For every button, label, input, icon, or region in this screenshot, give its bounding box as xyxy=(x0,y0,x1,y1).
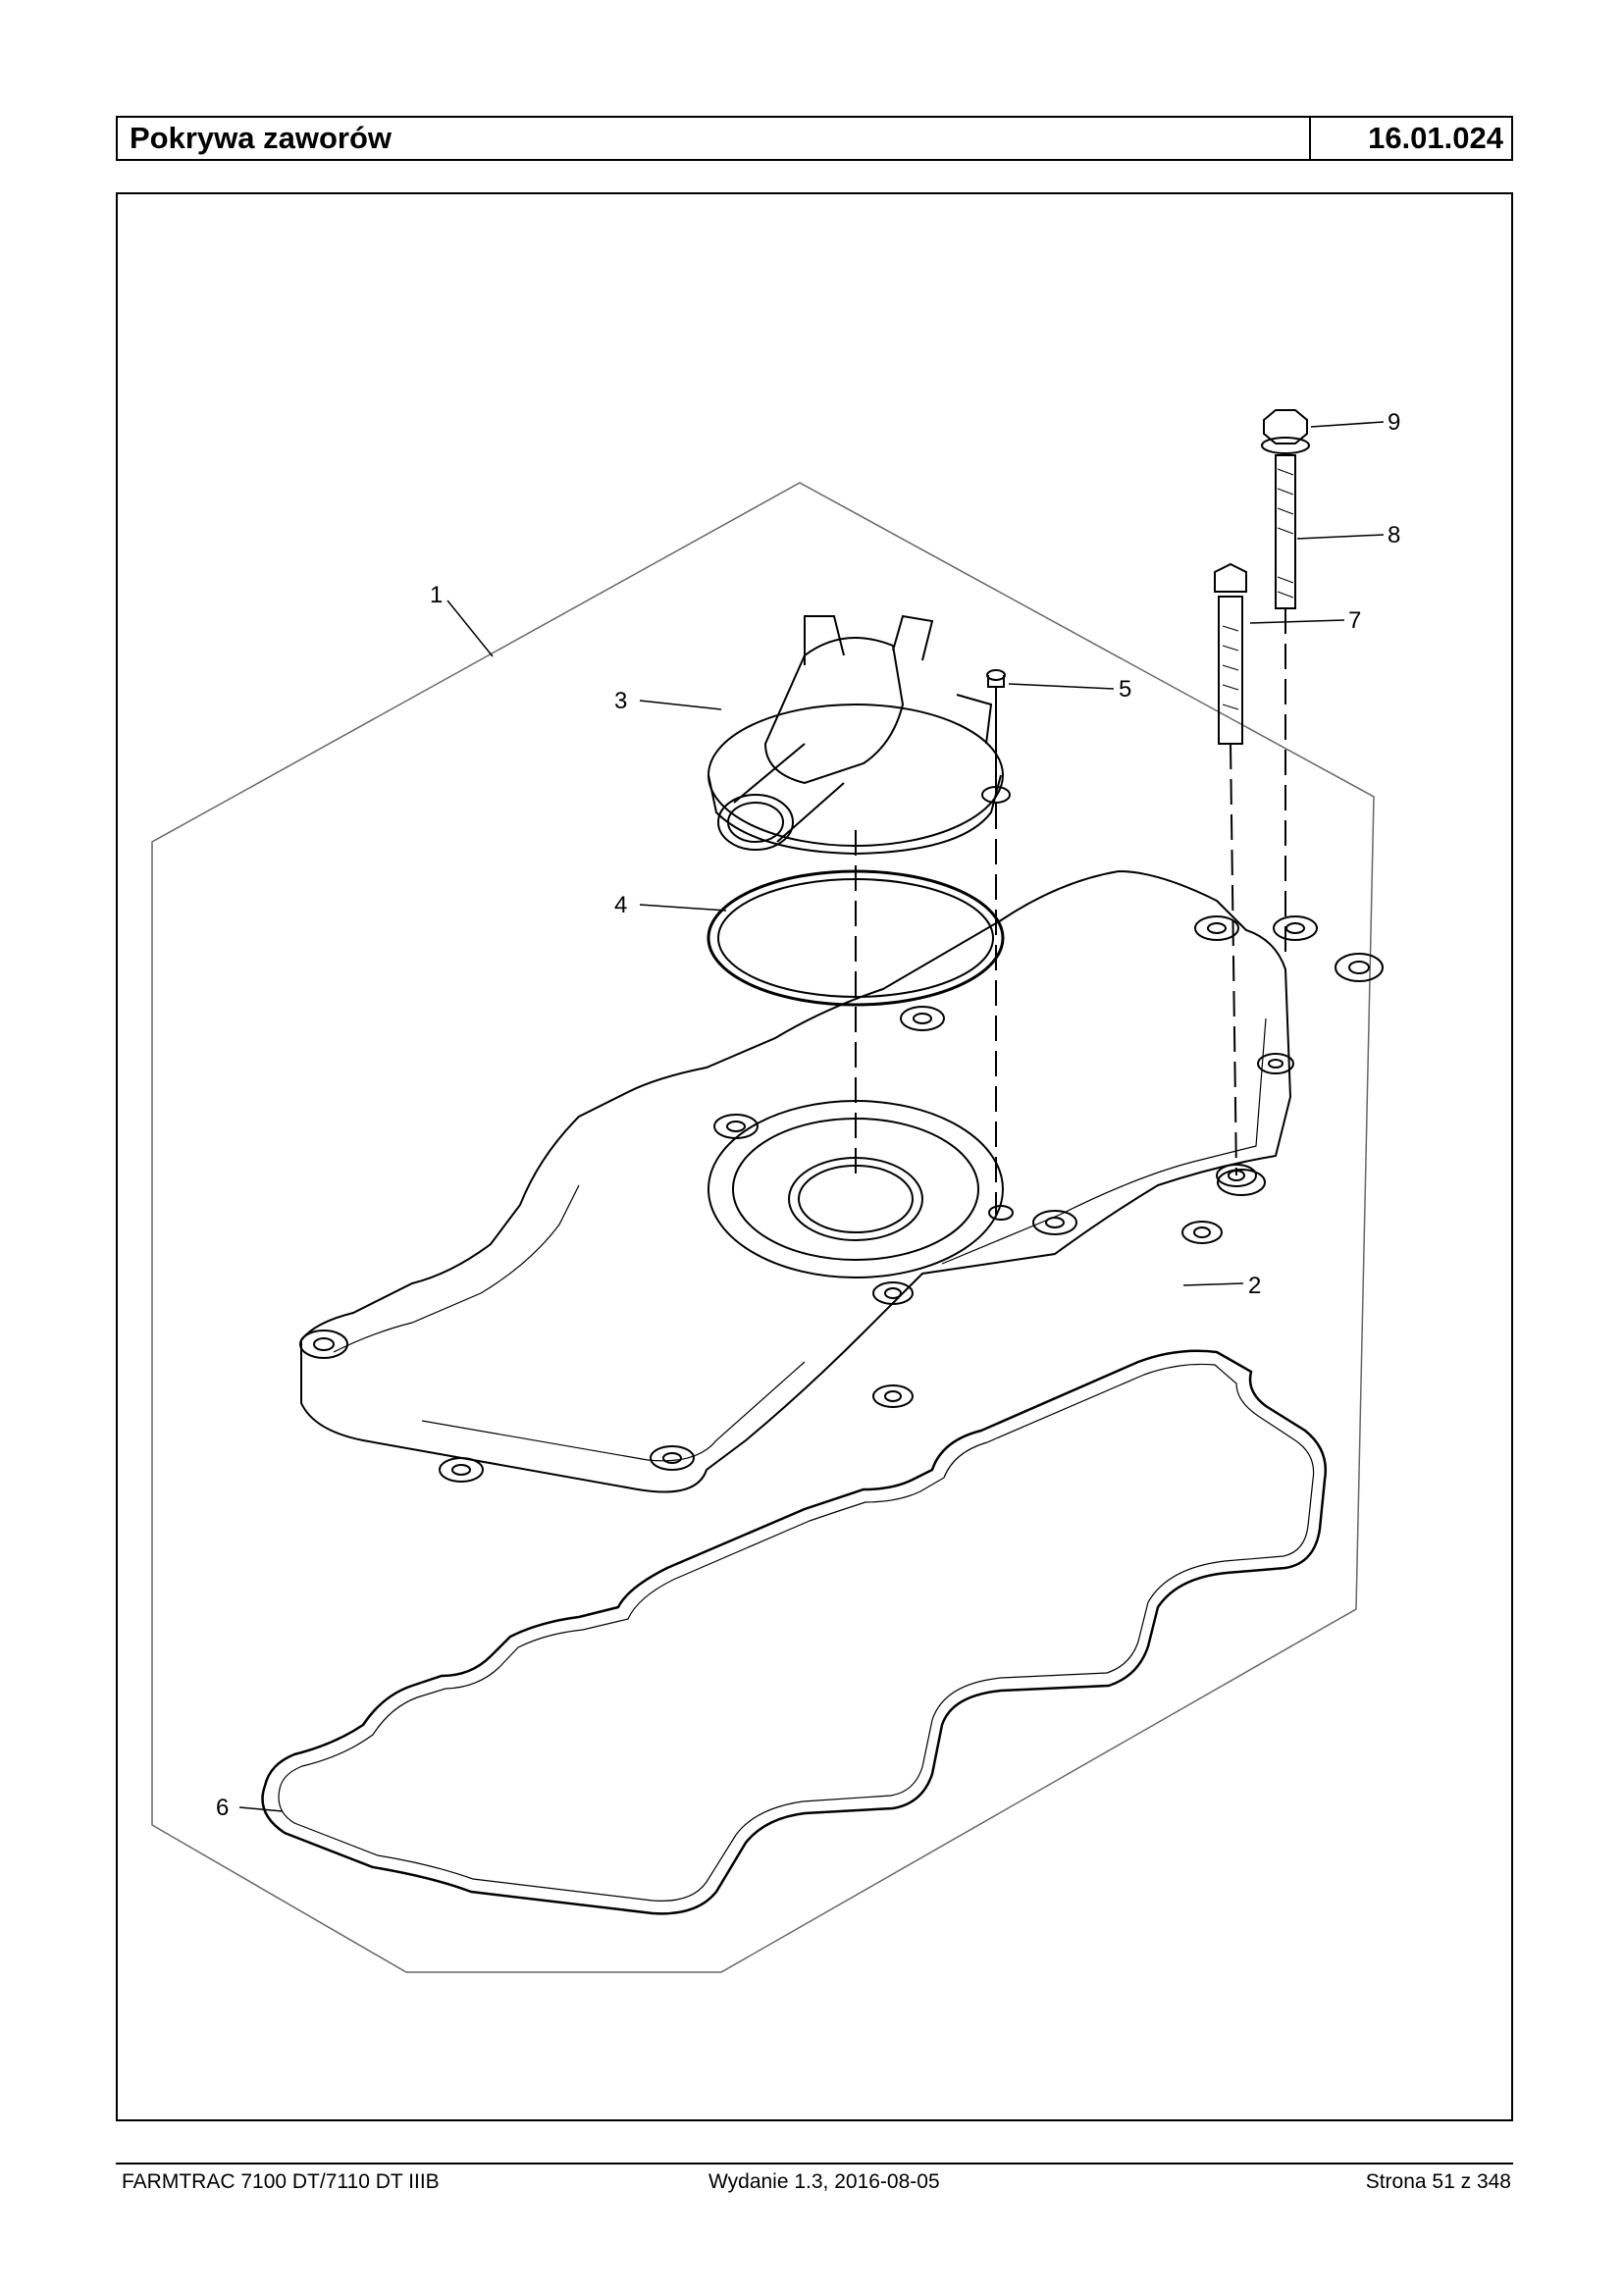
callout-3: 3 xyxy=(614,688,627,714)
valve-cover xyxy=(299,869,1384,1493)
breather-housing xyxy=(707,614,1011,856)
callout-6: 6 xyxy=(216,1795,229,1821)
stud xyxy=(1275,454,1296,609)
gasket xyxy=(261,1349,1328,1915)
flange-nut xyxy=(1261,409,1310,454)
exploded-parts-diagram: 1 2 3 4 5 6 7 8 9 xyxy=(151,409,1400,1973)
callout-7: 7 xyxy=(1348,607,1361,634)
callout-4: 4 xyxy=(614,892,627,918)
page-header: Pokrywa zaworów 16.01.024 xyxy=(116,116,1513,161)
assembly-boundary xyxy=(151,482,1375,1973)
diagram-frame: 1 2 3 4 5 6 7 8 9 xyxy=(116,192,1513,2121)
callout-5: 5 xyxy=(1119,676,1131,703)
callout-9: 9 xyxy=(1388,409,1400,436)
footer-model: FARMTRAC 7100 DT/7110 DT IIIB xyxy=(122,2170,440,2193)
callout-8: 8 xyxy=(1388,522,1400,548)
small-screw xyxy=(986,669,1006,768)
page-title: Pokrywa zaworów xyxy=(118,118,1311,159)
bolt xyxy=(1214,562,1247,745)
footer-edition: Wydanie 1.3, 2016-08-05 xyxy=(708,2170,940,2193)
footer-rule xyxy=(116,2163,1513,2165)
callout-1: 1 xyxy=(430,582,443,608)
footer-page-number: Strona 51 z 348 xyxy=(1365,2170,1511,2193)
callout-2: 2 xyxy=(1248,1273,1261,1299)
section-code: 16.01.024 xyxy=(1368,121,1503,155)
